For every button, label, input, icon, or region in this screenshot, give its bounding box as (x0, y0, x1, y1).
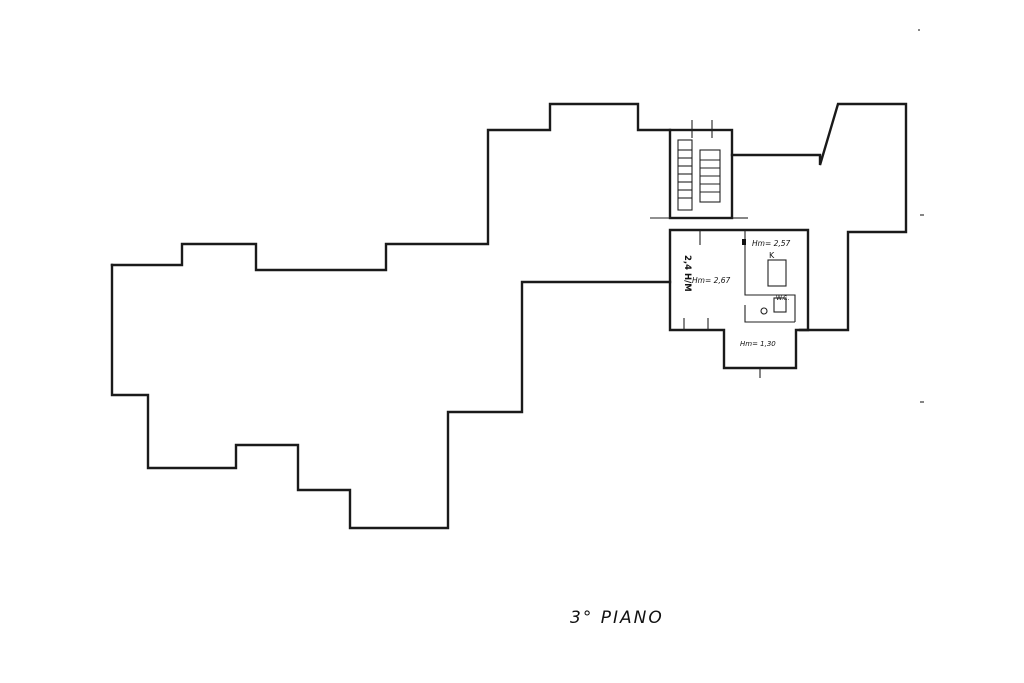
floor-label: 3° PIANO (570, 608, 664, 628)
terrace-outline (110, 263, 672, 530)
living-height-label: Hm= 2,67 (692, 276, 731, 285)
tick-marks (918, 29, 924, 403)
terrace-outline-top (110, 102, 672, 272)
kitchen-height-label: Hm= 2,57 (752, 239, 791, 248)
kitchen-mark: K (769, 251, 775, 260)
vertical-room-label: 2,4 H/M (682, 255, 692, 292)
apartment-unit (668, 228, 810, 378)
bath-mark: W.C. (776, 295, 789, 302)
staircase (650, 120, 748, 220)
right-wing-outline (730, 102, 908, 332)
lower-room-height-label: Hm= 1,30 (740, 340, 776, 348)
